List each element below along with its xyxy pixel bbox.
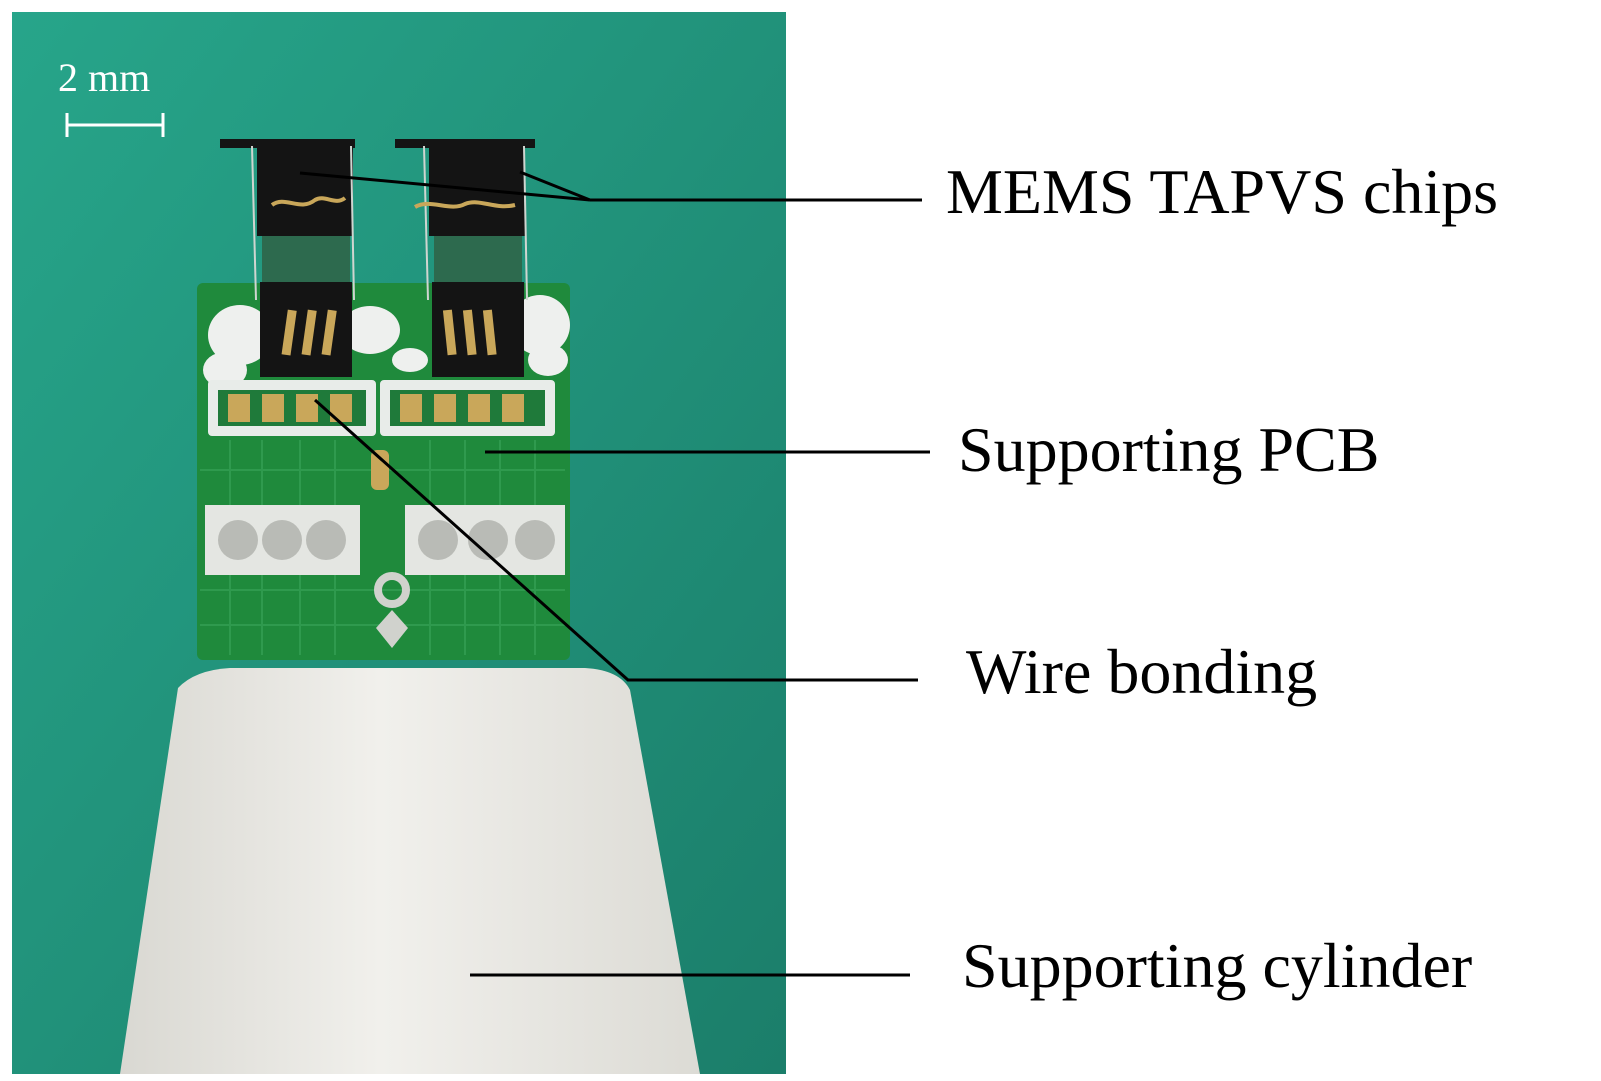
leader-line-mems-chips: [299, 170, 922, 202]
label-supporting-pcb: Supporting PCB: [958, 414, 1380, 485]
leader-line-wire-bonding: [313, 398, 918, 682]
solder-pads: [205, 505, 565, 648]
mems-chip-right: [395, 139, 535, 377]
bonding-pads: [208, 380, 555, 490]
supporting-cylinder: [120, 668, 700, 1074]
scale-bar-label: 2 mm: [58, 55, 151, 100]
label-wire-bonding: Wire bonding: [966, 636, 1318, 707]
adhesive-blobs: [203, 295, 570, 388]
scale-bar: [65, 113, 165, 137]
label-mems-tapvs-chips: MEMS TAPVS chips: [946, 156, 1499, 227]
mems-chip-left: [220, 139, 355, 377]
label-supporting-cylinder: Supporting cylinder: [962, 930, 1473, 1001]
